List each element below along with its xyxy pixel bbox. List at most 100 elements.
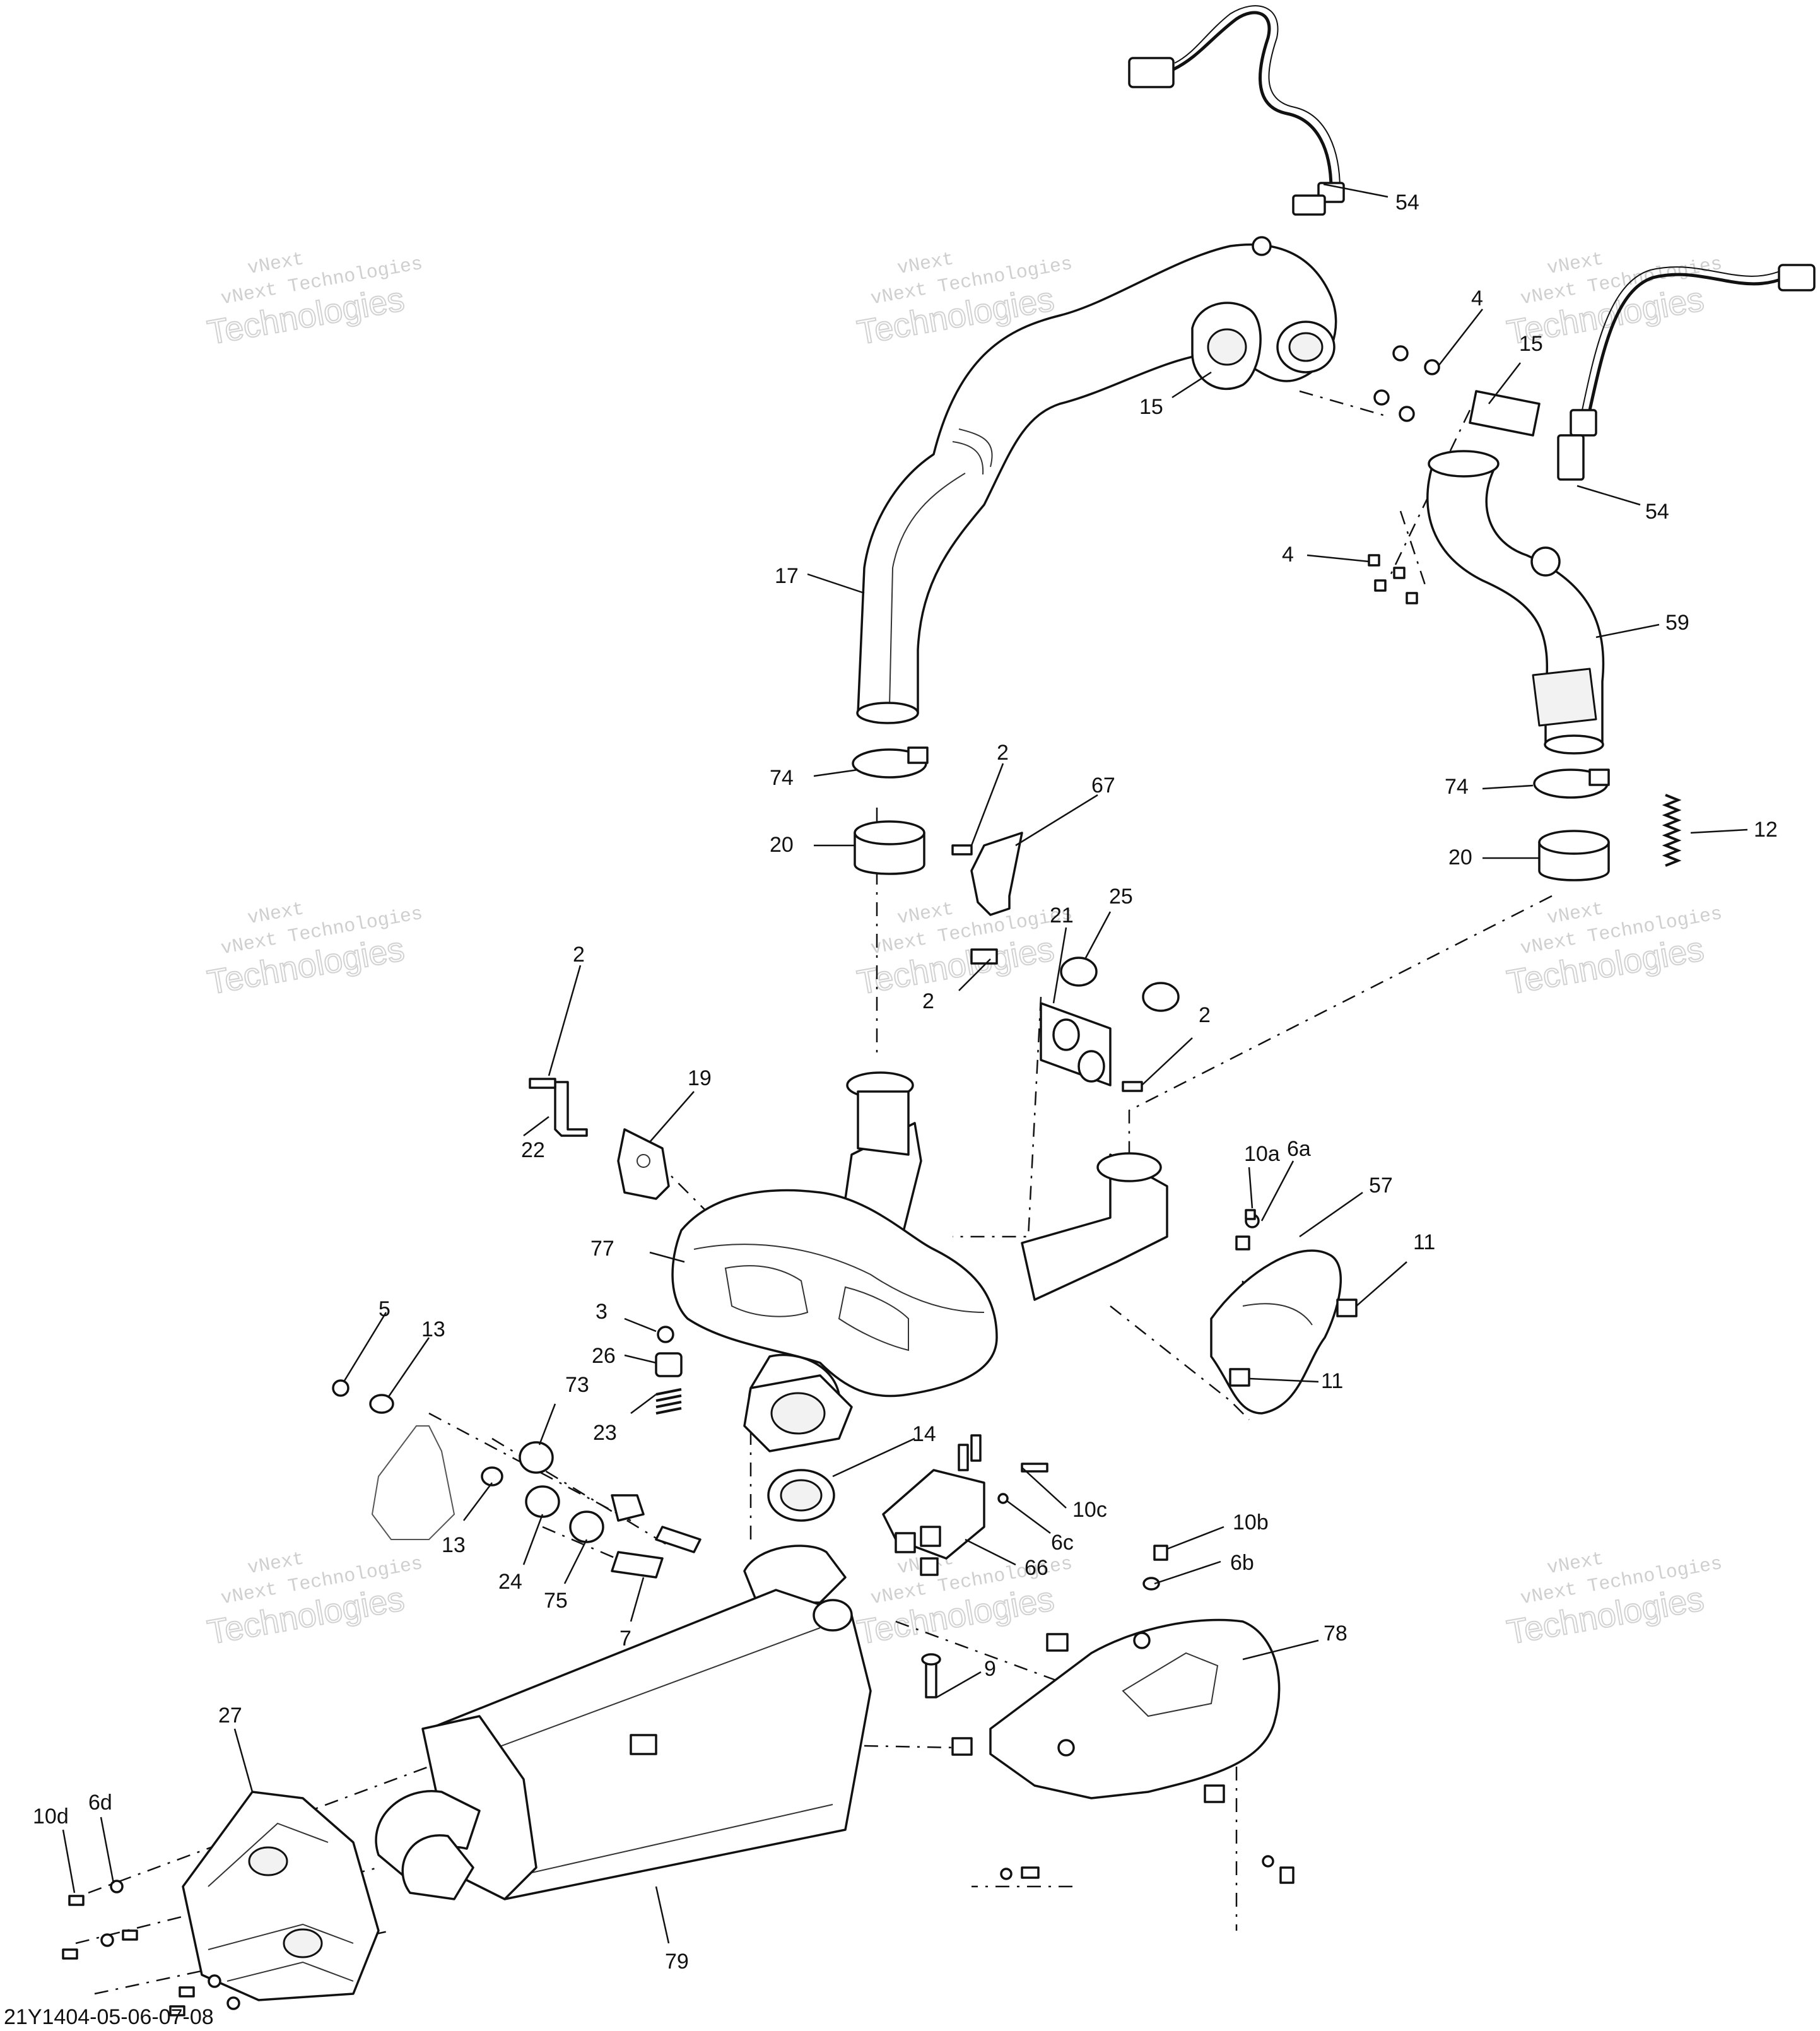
callout-2: 2 (997, 741, 1009, 765)
callout-12: 12 (1754, 818, 1778, 842)
gasket-hole-icon (1207, 328, 1247, 366)
watermark-4: vNext vNext Technologies Technologies (204, 898, 424, 1002)
washer-icon (1000, 1868, 1013, 1880)
heat-shield-66 (882, 1434, 1048, 1576)
bolt-icon (951, 844, 973, 856)
watermark-7: vNext vNext Technologies Technologies (204, 1548, 424, 1652)
callout-20: 20 (1448, 845, 1472, 869)
bolt-icon (1021, 1866, 1040, 1879)
nut-icon (1368, 554, 1380, 567)
callout-75: 75 (544, 1589, 568, 1613)
mount-bracket-ghost (371, 1425, 455, 1540)
flange-opening-icon (1288, 332, 1324, 362)
callout-23: 23 (593, 1421, 617, 1445)
callout-73: 73 (565, 1373, 589, 1397)
callout-2: 2 (922, 989, 934, 1013)
spring (1662, 794, 1682, 867)
washer-icon (1142, 1577, 1160, 1591)
clip-nut-icon (920, 1526, 941, 1547)
hardware-10b-6b (1142, 1545, 1168, 1591)
pipe-end-icon (1544, 734, 1604, 755)
bolt-icon (68, 1895, 85, 1906)
callout-6c: 6c (1051, 1531, 1074, 1555)
watermark-6: vNext vNext Technologies Technologies (1503, 898, 1723, 1002)
assembly-line (428, 1412, 631, 1522)
callout-2: 2 (1199, 1003, 1211, 1027)
washer-icon (226, 1996, 240, 2010)
oxygen-sensor-upper (1128, 5, 1345, 216)
nut-icon (1424, 359, 1440, 375)
grommets-25 (1060, 957, 1180, 1012)
sensor-boss-icon (1252, 236, 1272, 256)
hanger-22 (529, 1078, 588, 1137)
spacer-icon (569, 1510, 604, 1543)
inlet-pipe-icon (857, 1090, 910, 1156)
bolt-icon (1122, 1081, 1143, 1092)
clamp-screw-icon (907, 746, 929, 764)
clamp-right (1533, 768, 1610, 799)
heat-shield-57 (1210, 1209, 1358, 1415)
heat-plate-icon (1532, 668, 1597, 727)
diagram-code: 21Y1404-05-06-07-08 (4, 2005, 214, 2029)
callout-78: 78 (1324, 1622, 1347, 1645)
callout-6a: 6a (1287, 1137, 1311, 1161)
bolt-9 (921, 1653, 941, 1698)
callout-4: 4 (1282, 543, 1294, 567)
assembly-line (1399, 510, 1427, 587)
cap-opening-icon (283, 1928, 323, 1958)
callout-10a: 10a (1244, 1142, 1280, 1166)
logo-mark-icon (630, 1734, 657, 1755)
assembly-line (953, 996, 1042, 1238)
sleeve-left (854, 820, 925, 875)
washer-icon (997, 1493, 1009, 1504)
muffler-flange (743, 1374, 853, 1452)
nut-icon (332, 1379, 349, 1397)
nut-icon (1392, 345, 1409, 362)
muffler-mount-hardware (525, 1485, 702, 1579)
nut-icon (1399, 406, 1415, 422)
callout-74: 74 (770, 766, 794, 790)
clamp-screw-icon (1588, 768, 1610, 786)
outlet-tube-icon (401, 1834, 474, 1900)
bolt-icon (970, 1434, 982, 1462)
header-pipe-front (856, 236, 1337, 724)
bolt-icon (169, 2005, 185, 2016)
bolt-icon (179, 1986, 195, 1998)
rubber-mount-19 (617, 1128, 670, 1200)
callout-10d: 10d (33, 1804, 69, 1828)
bolt-head-icon (921, 1653, 941, 1666)
grommet-icon (519, 1441, 554, 1474)
gasket-front (1191, 302, 1262, 390)
callout-66: 66 (1024, 1556, 1048, 1580)
bolt-icon (62, 1948, 78, 1960)
pipe-end-icon (1096, 1152, 1162, 1182)
bolt-icon (611, 1551, 664, 1579)
callout-13: 13 (442, 1533, 466, 1557)
flange-opening-icon (770, 1392, 826, 1435)
nut-icon (1374, 579, 1387, 592)
washer-icon (481, 1466, 503, 1486)
sensor-body-icon (1292, 194, 1326, 216)
nut-icon (1406, 592, 1418, 604)
clip-nut-icon (1336, 1298, 1358, 1317)
flange-icon (813, 1599, 853, 1632)
callout-3: 3 (596, 1300, 608, 1324)
washer-icon (208, 1974, 221, 1988)
bolt-icon (970, 948, 998, 965)
callout-25: 25 (1109, 885, 1133, 909)
nut-icon (1393, 567, 1406, 579)
bolt-icon (1245, 1209, 1256, 1220)
callout-22: 22 (521, 1138, 545, 1162)
bolt-icon (529, 1078, 556, 1089)
grommet-icon (525, 1485, 560, 1518)
callout-74: 74 (1445, 775, 1469, 799)
washer-icon (100, 1933, 114, 1947)
bolt-icon (655, 1352, 683, 1377)
callout-19: 19 (688, 1066, 712, 1090)
pipe-end-icon (856, 702, 919, 724)
bracket-67 (951, 832, 1023, 916)
fasteners-3-26-23 (655, 1326, 683, 1415)
assembly-line (1110, 1305, 1250, 1420)
callout-15: 15 (1139, 395, 1163, 419)
